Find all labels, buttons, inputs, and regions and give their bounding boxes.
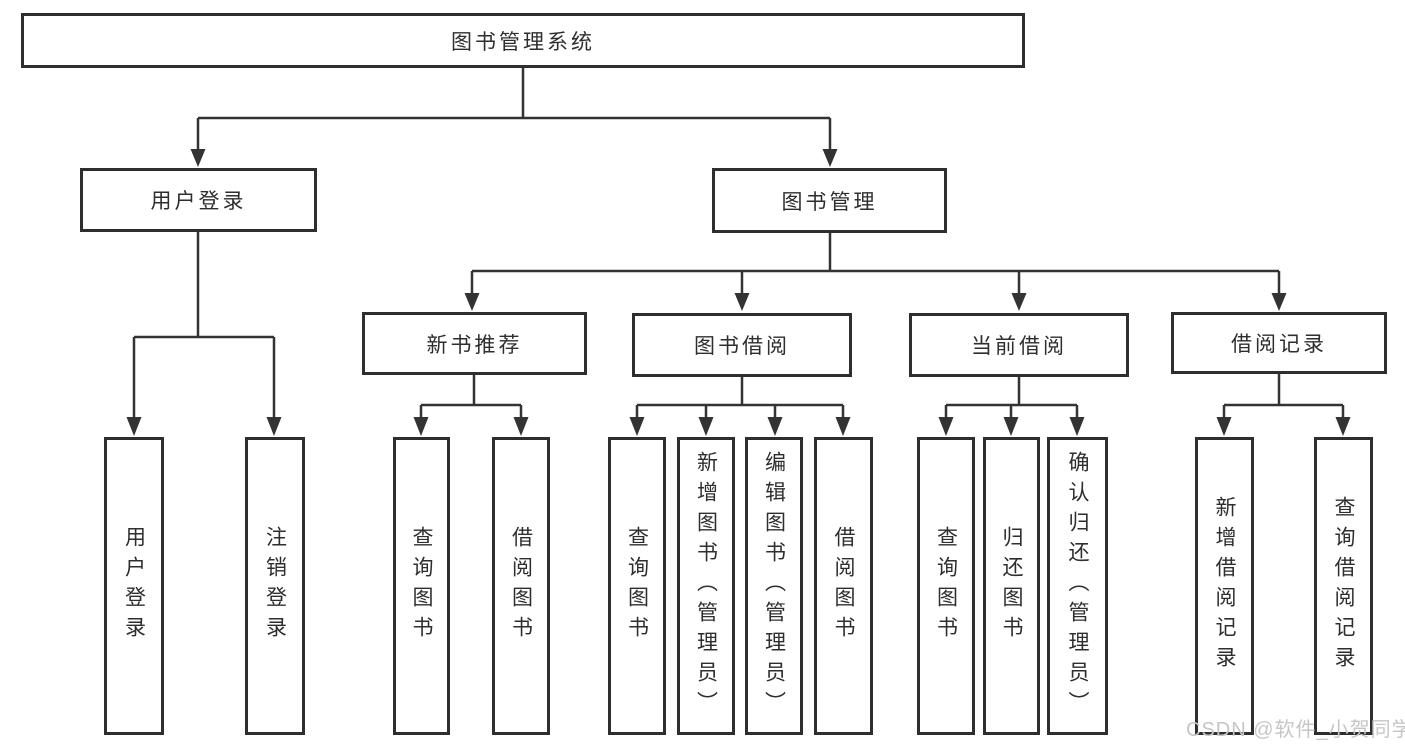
connector-book-borrow-children xyxy=(629,377,851,436)
node-borrow-record: 借阅记录 xyxy=(1171,312,1387,374)
node-new-book-recommend: 新书推荐 xyxy=(362,312,587,375)
leaf-edit-book-admin: 编辑图书（管理员） xyxy=(745,437,803,735)
leaf-query-borrow-record: 查询借阅记录 xyxy=(1314,437,1373,735)
leaf-confirm-return-admin: 确认归还（管理员） xyxy=(1047,437,1108,735)
node-user-login: 用户登录 xyxy=(80,168,317,232)
leaf-query-books-2: 查询图书 xyxy=(608,437,666,735)
csdn-watermark: CSDN @软件_小贺同学 xyxy=(1186,719,1405,741)
leaf-borrow-books-2: 借阅图书 xyxy=(814,437,873,735)
connector-new-rec-children xyxy=(413,375,529,436)
node-book-borrow: 图书借阅 xyxy=(632,313,852,377)
connector-root-to-level2 xyxy=(190,68,838,167)
connector-current-borrow-children xyxy=(938,377,1085,436)
leaf-borrow-books-1: 借阅图书 xyxy=(492,437,550,735)
leaf-user-login: 用户登录 xyxy=(104,437,164,735)
leaf-query-books-1: 查询图书 xyxy=(393,437,450,735)
node-current-borrow: 当前借阅 xyxy=(909,313,1129,377)
connector-user-login-children xyxy=(126,232,282,436)
connector-book-mgmt-to-level3 xyxy=(464,233,1287,311)
leaf-add-borrow-record: 新增借阅记录 xyxy=(1195,437,1254,735)
node-root-library-system: 图书管理系统 xyxy=(21,13,1025,68)
connector-borrow-record-children xyxy=(1216,374,1351,436)
leaf-query-books-3: 查询图书 xyxy=(917,437,975,735)
leaf-add-book-admin: 新增图书（管理员） xyxy=(677,437,735,735)
leaf-logout: 注销登录 xyxy=(245,437,305,735)
node-book-management: 图书管理 xyxy=(712,168,947,233)
leaf-return-book: 归还图书 xyxy=(983,437,1040,735)
